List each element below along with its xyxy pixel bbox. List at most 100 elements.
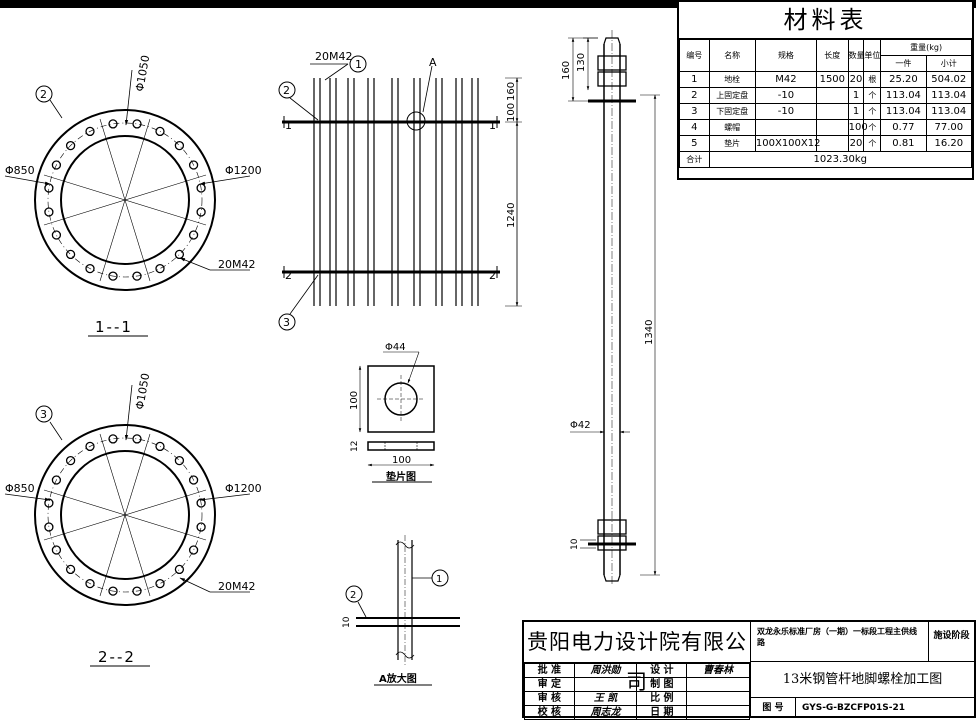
elevation-labels: 20M42 1 2 3 A 1 1 2 2 100 160 1240 <box>283 50 517 329</box>
cell-unit: 个 <box>863 103 882 120</box>
bolt-hole <box>188 475 199 485</box>
tag-number: 3 <box>40 408 47 421</box>
cell-qty: 1 <box>847 87 865 104</box>
cell-name: 螺帽 <box>708 119 756 136</box>
section-title: 2--2 <box>98 648 136 666</box>
detail-mark: A <box>429 56 437 69</box>
signature: 曹春林 <box>686 663 750 678</box>
company-name: 贵阳电力设计院有限公司 <box>524 622 751 694</box>
signature-row: 审 核王 凯比 例 <box>524 691 750 706</box>
tag-bolt: 1 <box>436 574 442 585</box>
cell-each: 0.81 <box>880 135 927 152</box>
bolt-hole <box>174 455 185 466</box>
dim-hole: Φ44 <box>385 342 406 353</box>
bolt-hole <box>132 434 142 444</box>
cell-length: 1500 <box>816 71 849 88</box>
cell-unit: 根 <box>863 71 882 88</box>
bolt-hole <box>51 160 62 170</box>
washer-labels: Φ44 100 100 12 垫片图 <box>349 342 416 483</box>
cell-each: 113.04 <box>880 87 927 104</box>
bolt-hole <box>155 441 165 452</box>
dim-1340: 1340 <box>644 320 655 345</box>
tag-top-plate: 2 <box>283 84 290 97</box>
tag-plate: 2 <box>350 590 356 601</box>
bolt-label: 20M42 <box>315 50 353 63</box>
dim-130: 130 <box>576 53 587 72</box>
dim-thk: 12 <box>350 441 360 452</box>
dim-outer-diameter: Φ1200 <box>225 482 262 495</box>
bolt-hole <box>51 230 62 240</box>
dim-160: 160 <box>506 82 517 101</box>
cell-length <box>816 135 849 152</box>
sheet-border-top <box>0 0 976 8</box>
detail-a-view <box>345 535 460 686</box>
cell-each: 0.77 <box>880 119 927 136</box>
bolt-hole <box>196 207 206 217</box>
bolt-hole <box>108 271 118 281</box>
cell-each: 25.20 <box>880 71 927 88</box>
total-value: 1023.30kg <box>708 151 972 168</box>
cell-no: 5 <box>679 135 710 152</box>
washer-view <box>358 351 435 483</box>
section-mark: 1 <box>285 119 292 132</box>
drawing-name: 13米钢管杆地脚螺栓加工图 <box>751 663 974 698</box>
drawing-number: GYS-G-BZCFP01S-21 <box>802 703 906 713</box>
bolt-hole <box>188 160 199 170</box>
signature-row: 批 准周洪勋设 计曹春林 <box>524 663 750 678</box>
bolt-hole <box>65 249 76 260</box>
signature <box>573 677 638 692</box>
col-no: 编号 <box>679 39 710 72</box>
cell-length <box>816 103 849 120</box>
section-mark: 2 <box>285 269 292 282</box>
section-mark: 1 <box>489 119 496 132</box>
dim-width: 100 <box>392 455 411 466</box>
cell-subtotal: 77.00 <box>925 119 973 136</box>
cell-qty: 100 <box>847 119 868 136</box>
dim-10: 10 <box>570 538 580 550</box>
cell-unit: 个 <box>863 87 882 104</box>
col-name: 名称 <box>708 39 756 72</box>
section-mark: 2 <box>489 269 496 282</box>
dim-bolt-circle: Φ1050 <box>133 372 152 410</box>
signature-row: 校 核周志龙日 期 <box>524 705 750 720</box>
cell-length <box>816 119 849 136</box>
col-weight: 重量(kg) <box>880 39 972 56</box>
dim-outer-diameter: Φ1200 <box>225 164 262 177</box>
bolt-hole <box>51 475 62 485</box>
signature: 周洪勋 <box>573 663 638 678</box>
project-name: 双龙永乐标准厂房（一期）一标段工程主供线路 <box>751 622 929 662</box>
bolt-label: 20M42 <box>218 258 256 271</box>
col-unit: 单位 <box>863 39 882 72</box>
tag-bolt: 1 <box>355 58 362 71</box>
bolt-hole <box>188 545 199 555</box>
bolt-hole <box>65 140 76 151</box>
cell-qty: 1 <box>847 103 865 120</box>
detail-a-labels: 1 2 10 A放大图 <box>342 574 442 685</box>
bolt-label: 20M42 <box>218 580 256 593</box>
col-each: 一件 <box>880 55 927 72</box>
bolt-hole <box>44 522 54 532</box>
cell-subtotal: 113.04 <box>925 103 973 120</box>
role-label: 日 期 <box>636 705 688 720</box>
dim-dia: Φ42 <box>570 420 591 431</box>
cell-each: 113.04 <box>880 103 927 120</box>
bolt-hole <box>174 140 185 151</box>
header-row: 编号 名称 规格 长度 数量 单位 重量(kg) <box>679 39 972 72</box>
cell-no: 4 <box>679 119 710 136</box>
bolt-hole <box>85 263 95 274</box>
outer-plate-circle <box>34 109 216 291</box>
bolt-elevation <box>568 30 660 585</box>
washer-title: 垫片图 <box>386 470 416 483</box>
cell-qty: 20 <box>847 71 865 88</box>
dim-bolt-circle: Φ1050 <box>133 54 152 92</box>
bolt-hole <box>155 578 165 589</box>
cell-unit: 个 <box>863 135 882 152</box>
total-row: 合计 1023.30kg <box>679 151 972 168</box>
section-2-2-view <box>4 384 251 667</box>
material-table-title: 材料表 <box>679 2 972 39</box>
